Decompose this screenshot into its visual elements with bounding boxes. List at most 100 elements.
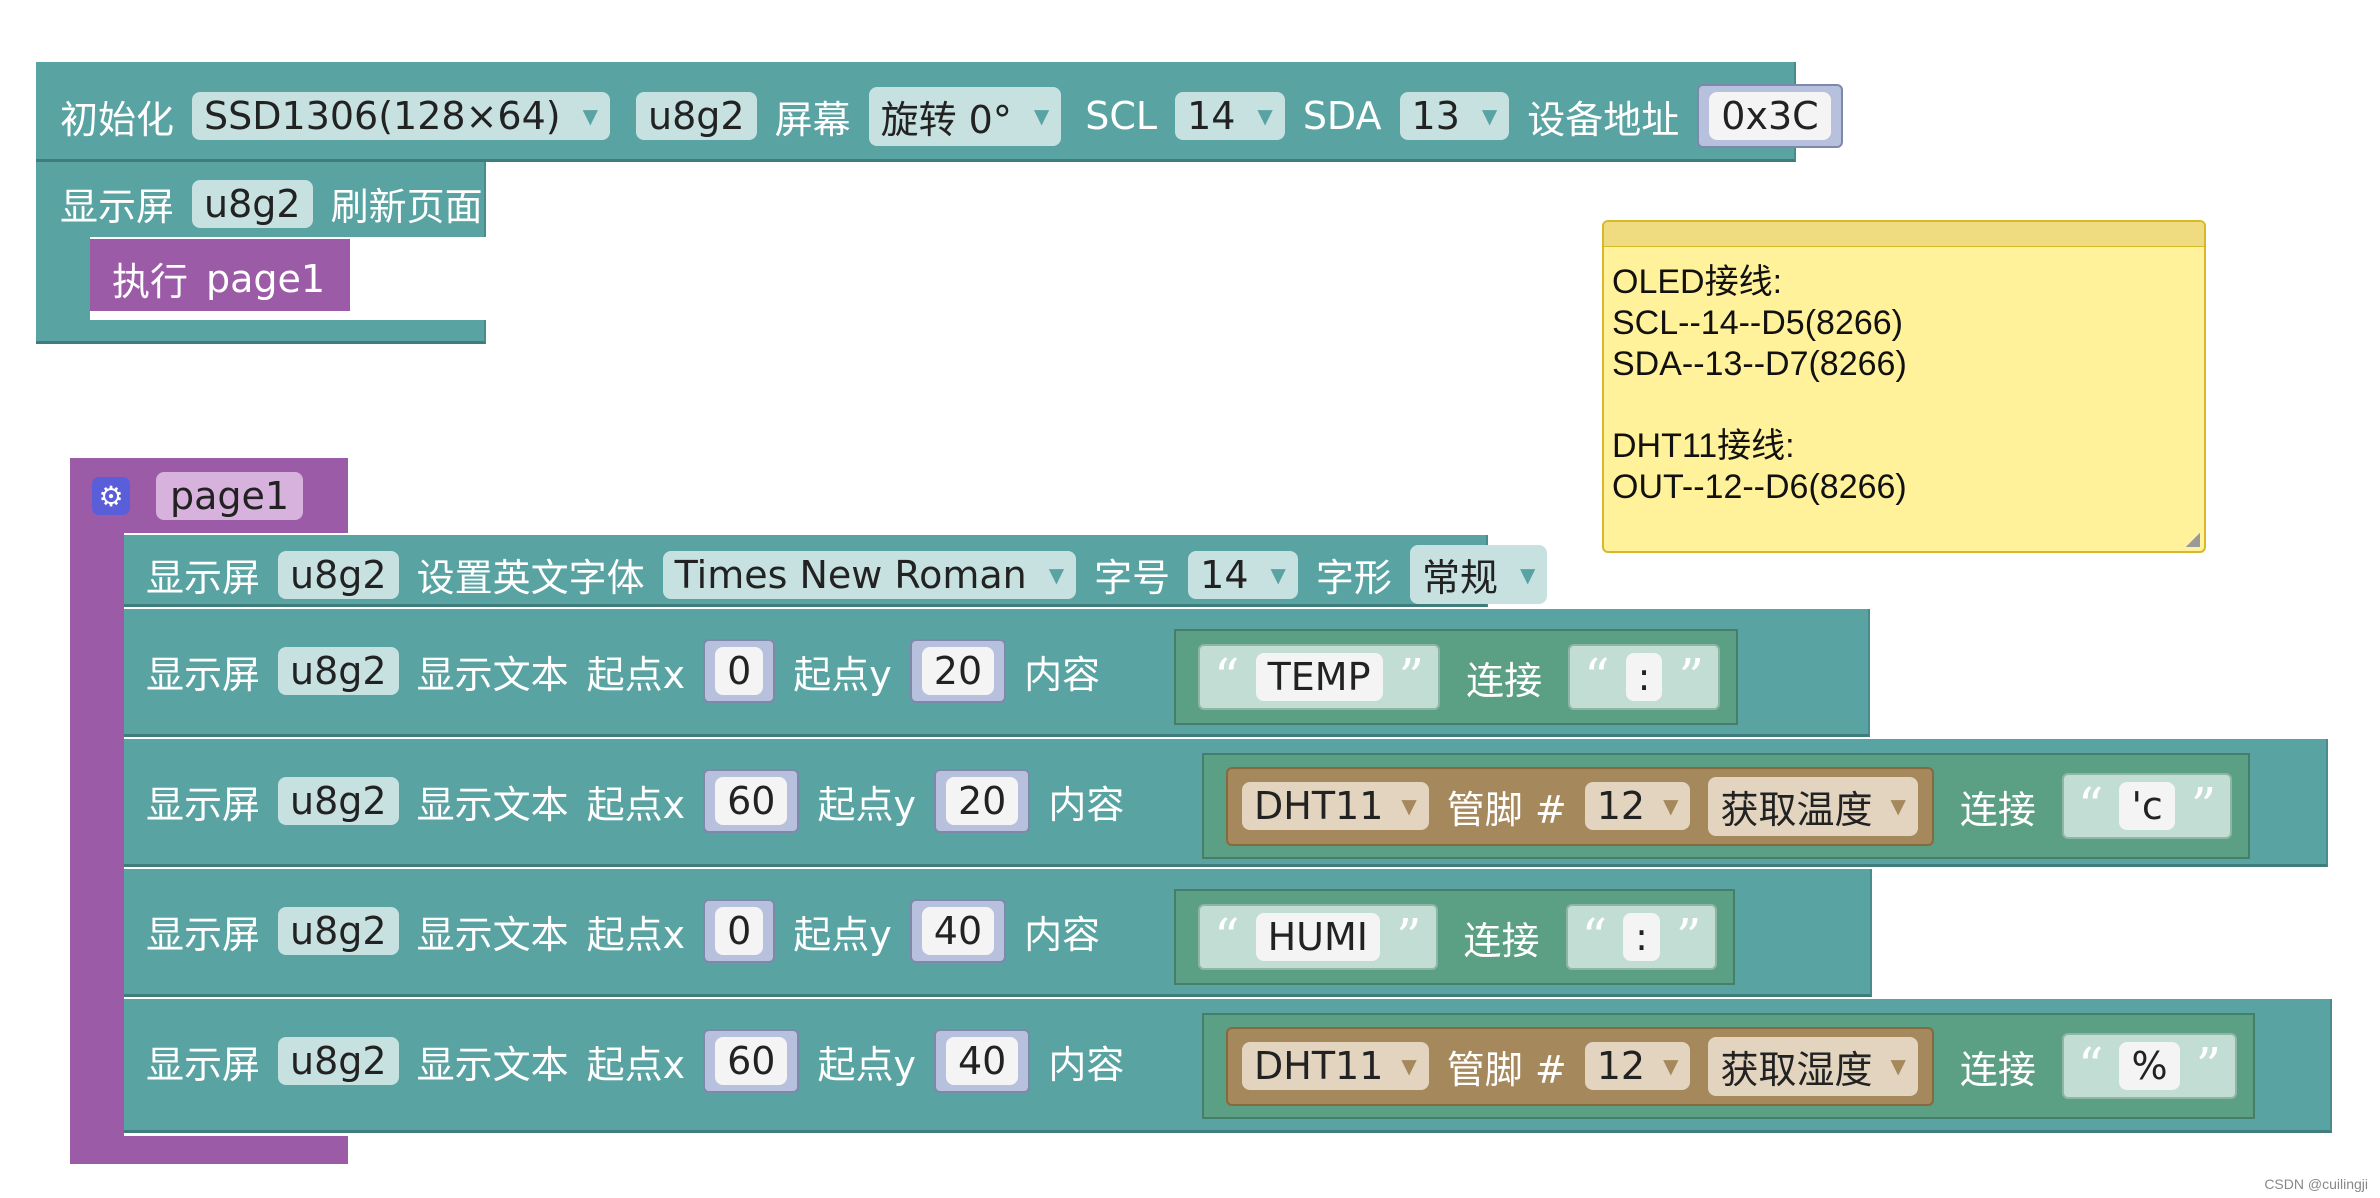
dht-reading-block[interactable]: DHT11 ▼ 管脚 # 12▼ 获取湿度▼ <box>1226 1026 1934 1106</box>
string-value[interactable]: : <box>1623 913 1660 961</box>
chevron-down-icon: ▼ <box>1663 794 1679 818</box>
text-join-block[interactable]: “TEMP” 连接 “:” <box>1174 629 1739 725</box>
comment-note[interactable]: OLED接线: SCL--14--D5(8266) SDA--13--D7(82… <box>1602 220 2206 553</box>
address-label: 设备地址 <box>1527 97 1680 142</box>
string-value[interactable]: : <box>1625 653 1663 701</box>
string-value[interactable]: 'c <box>2119 782 2175 830</box>
sda-dropdown[interactable]: 13▼ <box>1399 92 1510 140</box>
screen-label: 屏幕 <box>774 97 851 142</box>
x-value[interactable]: 60 <box>715 777 788 825</box>
draw-text-action: 显示文本 <box>416 652 569 697</box>
lib-field[interactable]: u8g2 <box>278 777 399 825</box>
string-value[interactable]: % <box>2119 1042 2180 1090</box>
pin-dropdown[interactable]: 12▼ <box>1584 1042 1691 1090</box>
lib-field[interactable]: u8g2 <box>278 1037 399 1085</box>
rotation-dropdown[interactable]: 旋转 0°▼ <box>868 86 1062 146</box>
sensor-dropdown[interactable]: DHT11 ▼ <box>1242 1042 1429 1090</box>
x-slot[interactable]: 0 <box>703 899 776 963</box>
text-join-block[interactable]: DHT11▼ 管脚 # 12▼ 获取温度▼ 连接 “'c” <box>1202 753 2251 859</box>
lib-field[interactable]: u8g2 <box>278 550 399 599</box>
string-block[interactable]: “:” <box>1565 904 1718 970</box>
draw-text-action: 显示文本 <box>416 912 569 957</box>
join-label: 连接 <box>1959 787 2036 832</box>
address-value[interactable]: 0x3C <box>1709 92 1831 140</box>
string-block[interactable]: “HUMI” <box>1198 904 1438 970</box>
address-slot[interactable]: 0x3C <box>1697 84 1843 148</box>
scl-value: 14 <box>1187 94 1236 138</box>
x-value[interactable]: 60 <box>715 1037 788 1085</box>
draw-text-block[interactable]: 显示屏 u8g2 显示文本 起点x 60 起点y 20 内容 DHT11▼ 管脚… <box>124 739 2328 867</box>
chevron-down-icon: ▼ <box>1033 104 1050 128</box>
lib-field[interactable]: u8g2 <box>278 647 399 695</box>
x-slot[interactable]: 60 <box>703 769 800 833</box>
y-slot[interactable]: 40 <box>909 899 1007 963</box>
string-block[interactable]: “:” <box>1568 644 1721 710</box>
pin-label: 管脚 # <box>1446 787 1567 832</box>
set-font-action: 设置英文字体 <box>416 556 645 600</box>
y-label: 起点y <box>793 652 892 697</box>
chevron-down-icon: ▼ <box>1401 1054 1417 1078</box>
draw-text-action: 显示文本 <box>416 1042 569 1087</box>
x-slot[interactable]: 0 <box>703 639 776 703</box>
y-slot[interactable]: 20 <box>909 639 1007 703</box>
procedure-block-page1[interactable]: ⚙ page1 <box>70 458 348 533</box>
gear-icon[interactable]: ⚙ <box>92 477 130 515</box>
string-block[interactable]: “'c” <box>2061 773 2233 839</box>
font-value: Times New Roman <box>674 552 1027 597</box>
y-label: 起点y <box>793 912 892 957</box>
string-block[interactable]: “TEMP” <box>1198 644 1441 710</box>
x-label: 起点x <box>586 912 686 957</box>
font-size-dropdown[interactable]: 14▼ <box>1188 550 1298 599</box>
x-value[interactable]: 0 <box>715 647 764 695</box>
font-dropdown[interactable]: Times New Roman▼ <box>662 550 1077 599</box>
y-slot[interactable]: 40 <box>933 1029 1031 1093</box>
lib-field[interactable]: u8g2 <box>278 907 399 955</box>
y-slot[interactable]: 20 <box>933 769 1031 833</box>
y-value[interactable]: 40 <box>921 907 995 955</box>
procedure-name[interactable]: page1 <box>156 472 304 520</box>
refresh-page-block[interactable]: 显示屏 u8g2 刷新页面 <box>36 162 486 237</box>
font-style-label: 字形 <box>1315 556 1392 600</box>
pin-dropdown[interactable]: 12▼ <box>1584 782 1691 830</box>
x-slot[interactable]: 60 <box>703 1029 800 1093</box>
scl-dropdown[interactable]: 14▼ <box>1175 92 1285 140</box>
text-join-block[interactable]: DHT11▼ 管脚 # 12▼ 获取湿度▼ 连接 “%” <box>1202 1013 2256 1119</box>
set-font-block[interactable]: 显示屏 u8g2 设置英文字体 Times New Roman▼ 字号 14▼ … <box>124 535 1548 607</box>
sensor-value: DHT11 <box>1254 1044 1384 1088</box>
exec-page-name: page1 <box>206 256 326 301</box>
chevron-down-icon: ▼ <box>1890 1054 1906 1078</box>
y-value[interactable]: 20 <box>945 777 1019 825</box>
exec-label: 执行 <box>112 260 189 304</box>
open-quote-icon: “ <box>2077 777 2104 835</box>
init-block[interactable]: 初始化 SSD1306(128×64)▼ u8g2 屏幕 旋转 0°▼ SCL … <box>36 62 1843 162</box>
lib-field[interactable]: u8g2 <box>636 92 757 140</box>
comment-title-bar[interactable] <box>1604 222 2204 247</box>
sensor-dropdown[interactable]: DHT11▼ <box>1242 782 1429 830</box>
string-block[interactable]: “%” <box>2061 1033 2238 1099</box>
reading-dropdown[interactable]: 获取湿度▼ <box>1708 1036 1918 1096</box>
reading-dropdown[interactable]: 获取温度▼ <box>1708 776 1918 836</box>
display-model-dropdown[interactable]: SSD1306(128×64)▼ <box>192 92 610 140</box>
y-value[interactable]: 20 <box>921 647 995 695</box>
x-label: 起点x <box>586 1042 686 1087</box>
x-label: 起点x <box>586 652 686 697</box>
draw-text-block[interactable]: 显示屏 u8g2 显示文本 起点x 0 起点y 20 内容 “TEMP” 连接 … <box>124 609 1870 737</box>
lib-field[interactable]: u8g2 <box>192 179 313 228</box>
exec-page-block[interactable]: 执行 page1 <box>90 239 350 311</box>
draw-text-block[interactable]: 显示屏 u8g2 显示文本 起点x 0 起点y 40 内容 “HUMI” 连接 … <box>124 869 1872 997</box>
x-value[interactable]: 0 <box>715 907 764 955</box>
close-quote-icon: ” <box>1678 648 1705 706</box>
string-value[interactable]: TEMP <box>1255 653 1383 701</box>
comment-text[interactable]: OLED接线: SCL--14--D5(8266) SDA--13--D7(82… <box>1612 263 1907 506</box>
pin-label: 管脚 # <box>1446 1047 1567 1092</box>
open-quote-icon: “ <box>2077 1037 2104 1095</box>
dht-reading-block[interactable]: DHT11▼ 管脚 # 12▼ 获取温度▼ <box>1226 766 1934 846</box>
y-value[interactable]: 40 <box>945 1037 1019 1085</box>
refresh-label: 显示屏 <box>60 185 175 229</box>
string-value[interactable]: HUMI <box>1255 913 1380 961</box>
draw-text-block[interactable]: 显示屏 u8g2 显示文本 起点x 60 起点y 40 内容 DHT11▼ 管脚… <box>124 999 2332 1133</box>
open-quote-icon: “ <box>1214 648 1240 706</box>
text-join-block[interactable]: “HUMI” 连接 “:” <box>1174 889 1736 985</box>
resize-handle-icon[interactable] <box>2186 533 2200 547</box>
font-style-dropdown[interactable]: 常规▼ <box>1409 545 1548 604</box>
